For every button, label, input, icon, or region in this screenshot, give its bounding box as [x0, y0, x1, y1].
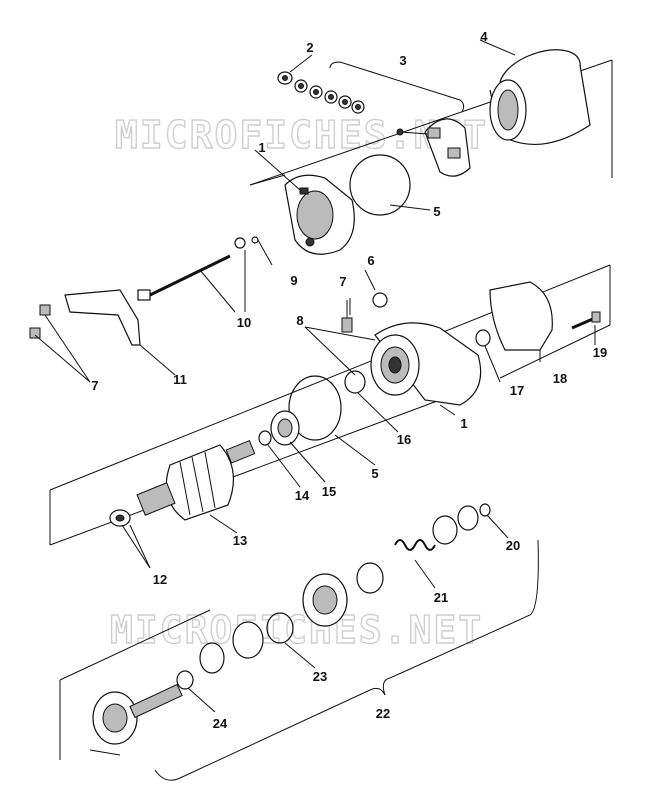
- callout-8: 8: [296, 313, 303, 328]
- armature: [136, 439, 256, 521]
- washer-14: [258, 430, 272, 446]
- o-ring-16: [344, 370, 366, 394]
- small-parts-20: [432, 503, 491, 545]
- screw-19: [571, 311, 601, 330]
- drive-housing: [370, 322, 482, 406]
- callout-17: 17: [510, 383, 524, 398]
- callout-15: 15: [322, 484, 336, 499]
- watermark-top: MICROFICHES.NET: [115, 113, 488, 157]
- plates: [199, 621, 264, 674]
- callout-18: 18: [553, 371, 567, 386]
- through-bolts: [137, 236, 259, 301]
- callout-12: 12: [153, 572, 167, 587]
- o-ring-23: [266, 612, 294, 644]
- bracket-3: [329, 61, 465, 113]
- callout-16: 16: [397, 432, 411, 447]
- callout-7-left: 7: [91, 378, 98, 393]
- brush-12: [109, 509, 131, 527]
- frame-lines: [49, 59, 613, 760]
- bracket-22: [154, 539, 539, 781]
- callout-24: 24: [213, 716, 228, 731]
- clip-24: [176, 670, 194, 690]
- leader-lines: [34, 39, 596, 713]
- bolt-7-center: [341, 300, 353, 333]
- callout-7-center: 7: [339, 274, 346, 289]
- pinion-shaft: [92, 683, 183, 745]
- bearing-15: [270, 410, 300, 446]
- spring-21: [356, 539, 436, 594]
- washer-6: [372, 292, 388, 308]
- yoke-housing: [489, 49, 591, 145]
- callout-4: 4: [480, 29, 488, 44]
- callout-3: 3: [399, 53, 406, 68]
- callout-22: 22: [376, 706, 390, 721]
- callout-2: 2: [306, 40, 313, 55]
- callout-11: 11: [173, 372, 187, 387]
- callout-10: 10: [237, 315, 251, 330]
- rear-end-cover: [284, 174, 355, 255]
- callout-14: 14: [295, 488, 310, 503]
- callout-1-front: 1: [460, 416, 467, 431]
- callout-6: 6: [367, 253, 374, 268]
- brush-holder: [396, 118, 471, 177]
- washer-17: [475, 329, 491, 347]
- callout-5-top: 5: [433, 204, 440, 219]
- callout-20: 20: [506, 538, 520, 553]
- clutch-assembly: [302, 573, 348, 627]
- callout-5-front: 5: [371, 466, 378, 481]
- washer-stack: [277, 71, 365, 114]
- watermark-bottom: MICROFICHES.NET: [110, 608, 483, 652]
- callout-9: 9: [290, 273, 297, 288]
- callout-21: 21: [434, 590, 448, 605]
- callouts: 1 2 3 4 5 6 7 7 8 9 10 11 1 5 12 13 14 1…: [91, 29, 607, 731]
- callout-19: 19: [593, 345, 607, 360]
- callout-23: 23: [313, 669, 327, 684]
- o-ring-5: [288, 375, 342, 441]
- o-ring-top: [349, 154, 411, 216]
- gasket: [489, 281, 553, 351]
- callout-1-top: 1: [258, 140, 265, 155]
- callout-13: 13: [233, 533, 247, 548]
